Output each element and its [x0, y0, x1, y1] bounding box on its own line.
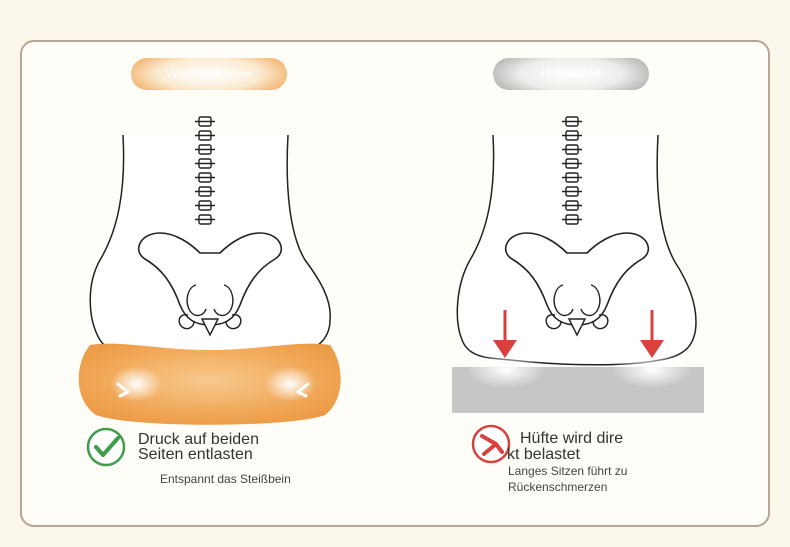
label-pill-hard-bed: Hartes Bett	[493, 58, 649, 90]
check-icon	[86, 427, 126, 467]
label-text: Hartes Bett	[540, 67, 602, 81]
left-caption-title-line2: Seiten entlasten	[138, 446, 253, 463]
label-text: Weiches Kissen	[166, 67, 252, 81]
right-caption-title-line1: Hüfte wird dire	[520, 430, 624, 447]
pressure-arrow-left	[493, 310, 517, 358]
soft-cushion	[78, 343, 341, 425]
right-body-outline	[456, 134, 697, 366]
cross-icon	[471, 424, 511, 464]
hard-bed	[452, 352, 704, 413]
label-pill-soft-cushion: Weiches Kissen	[131, 58, 287, 90]
pressure-arrow-right	[640, 310, 664, 358]
right-caption-title-line2: kt belastet	[507, 446, 580, 463]
right-caption-subtitle-line2: Rückenschmerzen	[508, 480, 608, 494]
left-caption-title-line1: Druck auf beiden	[138, 431, 259, 448]
right-caption-subtitle-line1: Langes Sitzen führt zu	[508, 464, 628, 478]
left-caption-subtitle: Entspannt das Steißbein	[160, 472, 291, 486]
